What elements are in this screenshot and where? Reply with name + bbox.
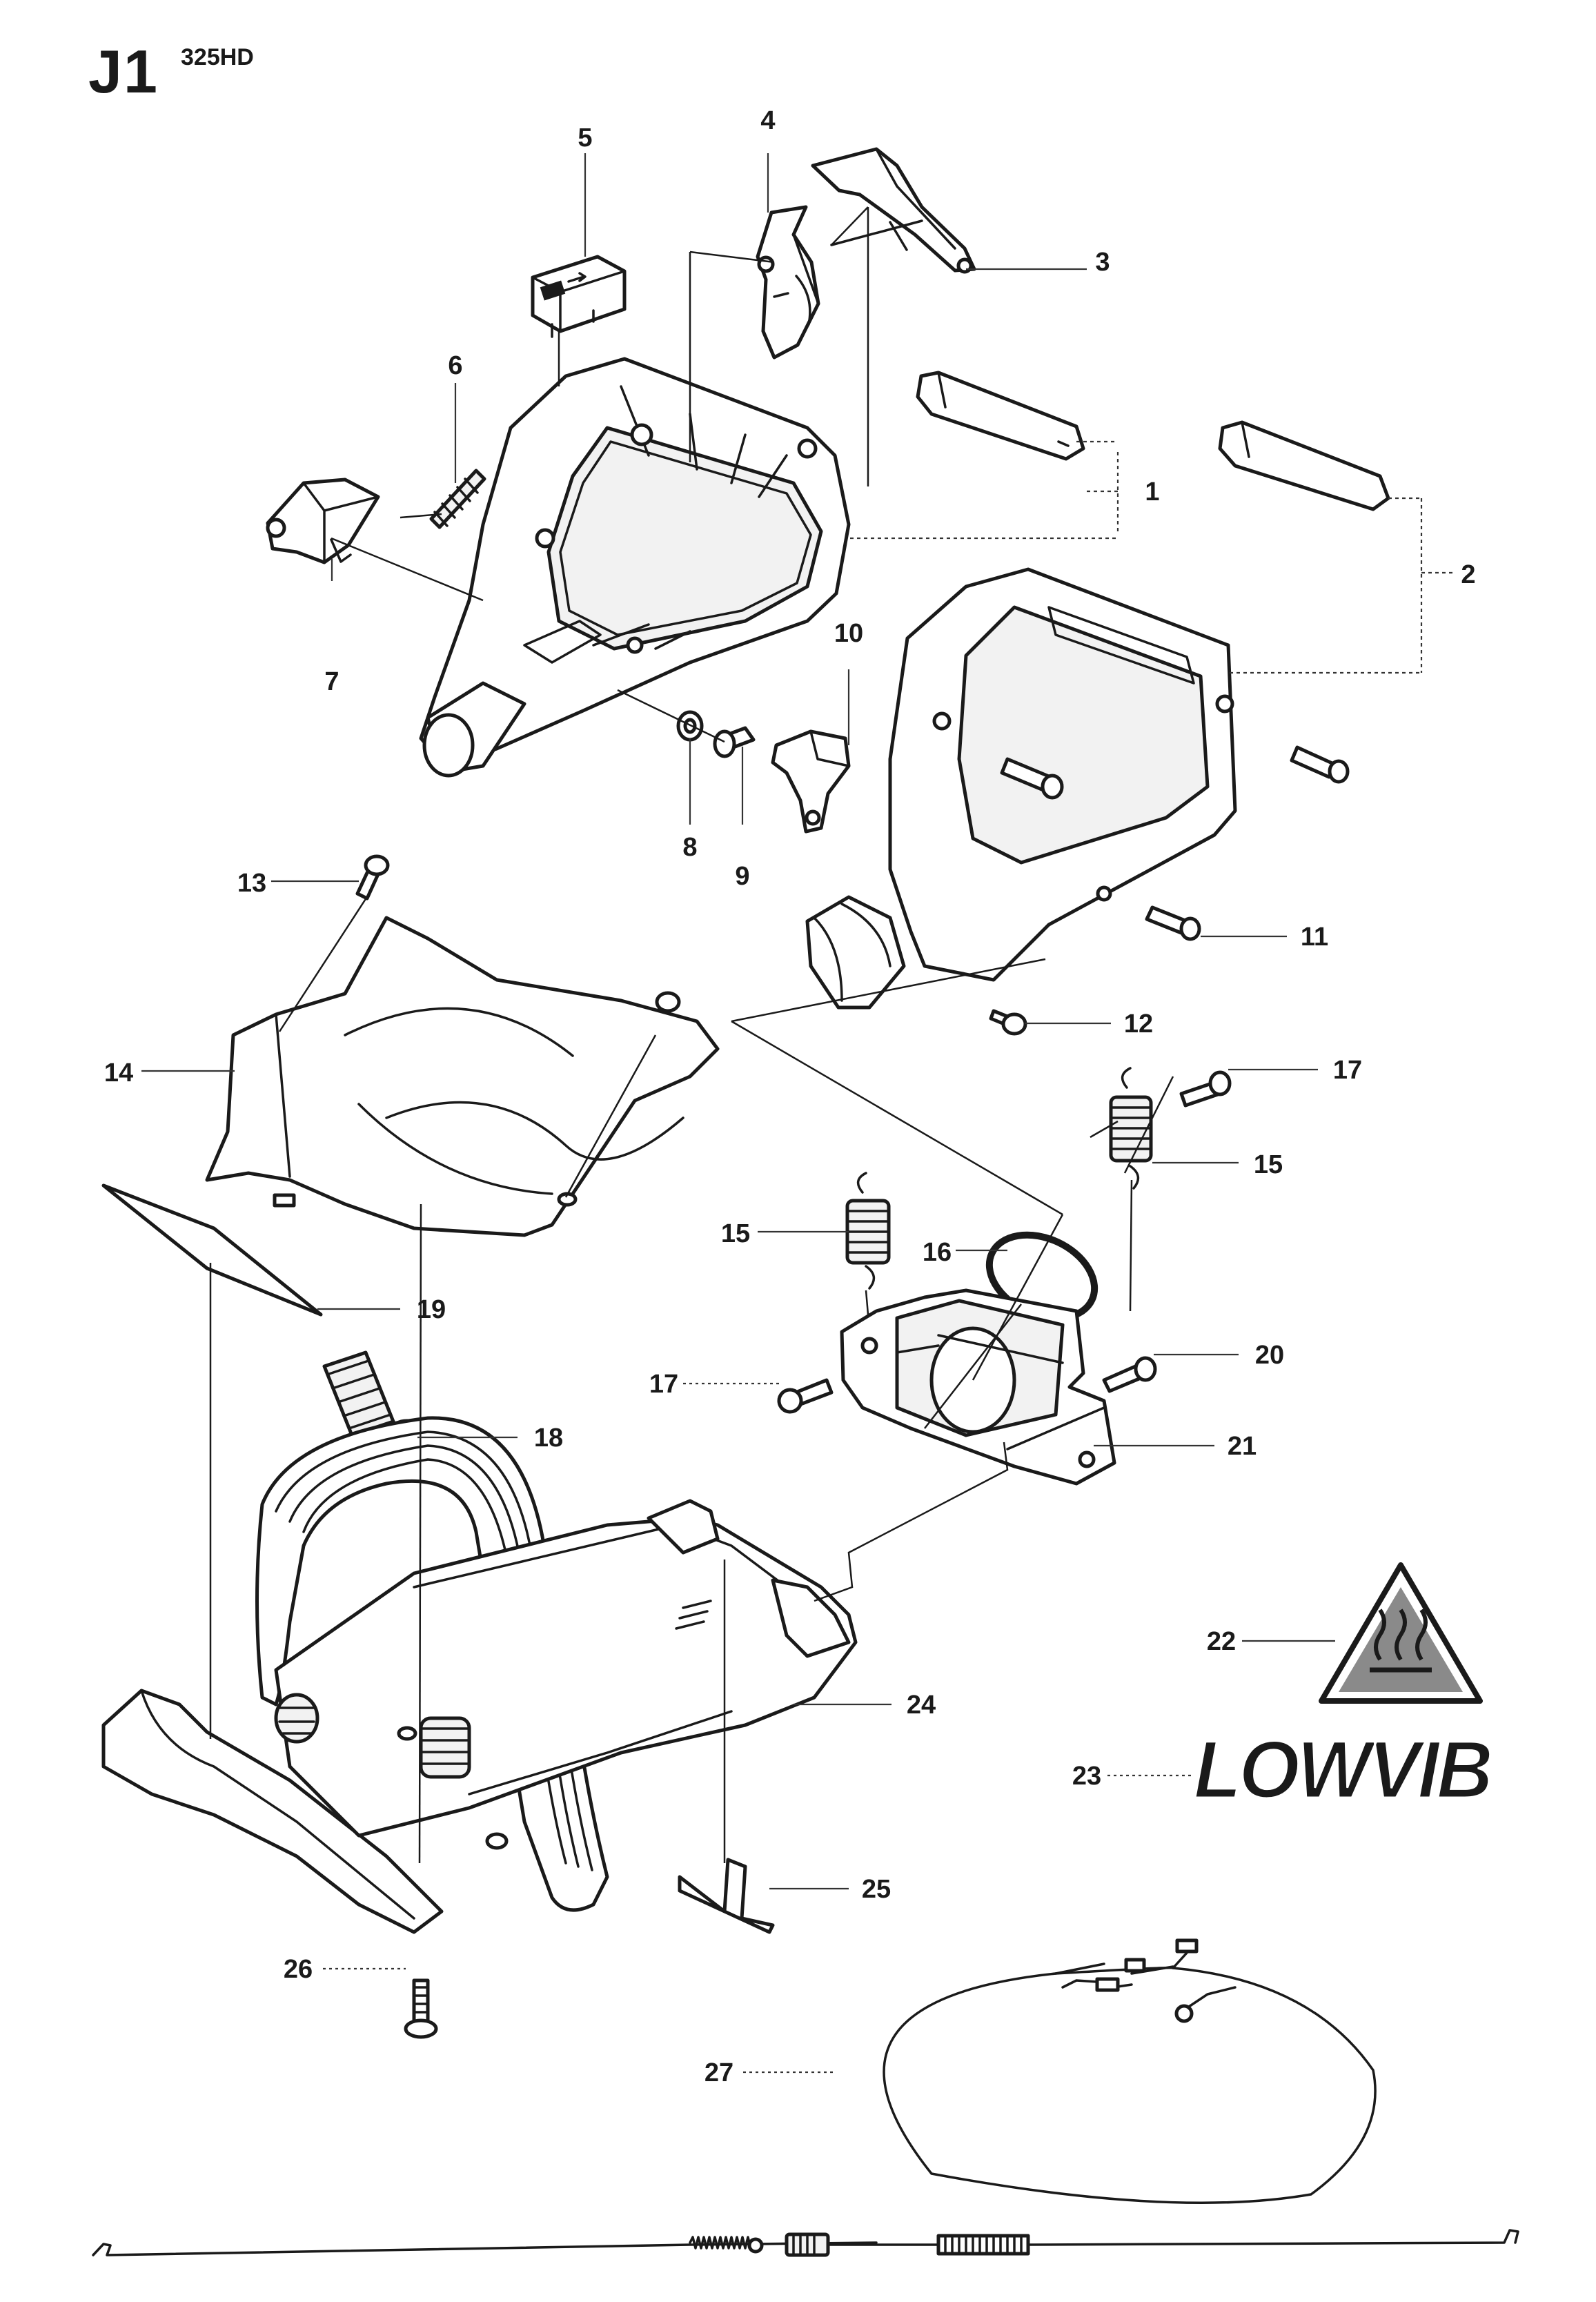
part-20-screw	[1102, 1356, 1157, 1393]
part-2-handle-cover-right	[1218, 420, 1390, 511]
part-3-throttle-trigger	[811, 147, 976, 274]
part-5-stop-switch	[531, 255, 627, 338]
callout-15-left: 15	[721, 1219, 750, 1248]
part-26-screw	[404, 1978, 438, 2039]
lowvib-logo-text: LOWVIB	[1194, 1724, 1490, 1816]
part-23-lowvib-decal: LOWVIB	[1193, 1724, 1495, 1817]
callout-16: 16	[923, 1238, 952, 1267]
callout-4: 4	[760, 106, 775, 135]
callout-6: 6	[448, 351, 462, 380]
throttle-cable	[92, 2229, 1519, 2257]
rear-handle-housing	[419, 357, 851, 778]
callout-26: 26	[284, 1955, 313, 1984]
part-1-handle-cover-left	[916, 371, 1085, 461]
callout-17-lower: 17	[649, 1370, 678, 1399]
callout-11: 11	[1301, 923, 1328, 952]
callout-22: 22	[1207, 1627, 1236, 1656]
damper-spring-mounted	[397, 1716, 509, 1850]
part-17-screw-lower	[777, 1378, 834, 1414]
part-15-spring-right	[1109, 1067, 1153, 1190]
part-9-screw	[713, 726, 756, 758]
part-15-spring-left	[845, 1172, 891, 1290]
part-10-lever	[771, 729, 851, 834]
part-6-spring	[429, 469, 486, 529]
part-17-screw-upper	[1179, 1070, 1232, 1108]
callout-21: 21	[1228, 1432, 1257, 1461]
part-11-screw	[1145, 905, 1201, 941]
callout-17-upper: 17	[1333, 1056, 1362, 1085]
callout-labels: 1 2 3 4 5 6 7 8 9 10 11 12 13 14 15 15 1…	[104, 106, 1476, 2087]
model-number: 325HD	[181, 44, 254, 70]
callout-14: 14	[104, 1059, 133, 1088]
part-13-screw	[355, 854, 390, 901]
callout-12: 12	[1124, 1010, 1153, 1039]
part-21-damper-holder	[840, 1288, 1116, 1486]
part-19-gasket-sheet	[101, 1183, 323, 1317]
callout-24: 24	[907, 1691, 936, 1720]
part-screw-handle-left	[1000, 757, 1064, 800]
part-14-guard-plate	[205, 916, 720, 1237]
callout-27: 27	[705, 2058, 733, 2087]
part-27-cable-harness	[883, 1938, 1377, 2204]
callout-10: 10	[834, 619, 863, 648]
callout-1: 1	[1145, 478, 1159, 506]
assembly-lines	[209, 206, 1174, 1864]
handle-half-right	[805, 567, 1237, 1010]
callout-20: 20	[1255, 1341, 1284, 1370]
section-code: J1	[88, 37, 159, 106]
callout-7: 7	[324, 667, 339, 696]
callout-5: 5	[578, 124, 592, 153]
callout-9: 9	[735, 862, 749, 891]
callout-2: 2	[1461, 560, 1475, 589]
leader-lines	[141, 153, 1456, 2074]
callout-8: 8	[682, 833, 697, 862]
part-screw-handle-right	[1290, 745, 1350, 784]
callout-15-right: 15	[1254, 1150, 1283, 1179]
callout-13: 13	[237, 869, 266, 898]
part-4-throttle-lock	[756, 205, 820, 360]
callout-18: 18	[534, 1424, 563, 1453]
part-25-clip	[678, 1858, 775, 1934]
part-22-hot-surface-warning-icon	[1319, 1562, 1483, 1704]
callout-19: 19	[417, 1295, 446, 1324]
callout-23: 23	[1072, 1762, 1101, 1791]
callout-25: 25	[862, 1875, 891, 1904]
callout-3: 3	[1095, 248, 1110, 277]
part-24-front-handle-bar	[101, 1416, 858, 1934]
part-12-screw	[989, 1009, 1027, 1036]
